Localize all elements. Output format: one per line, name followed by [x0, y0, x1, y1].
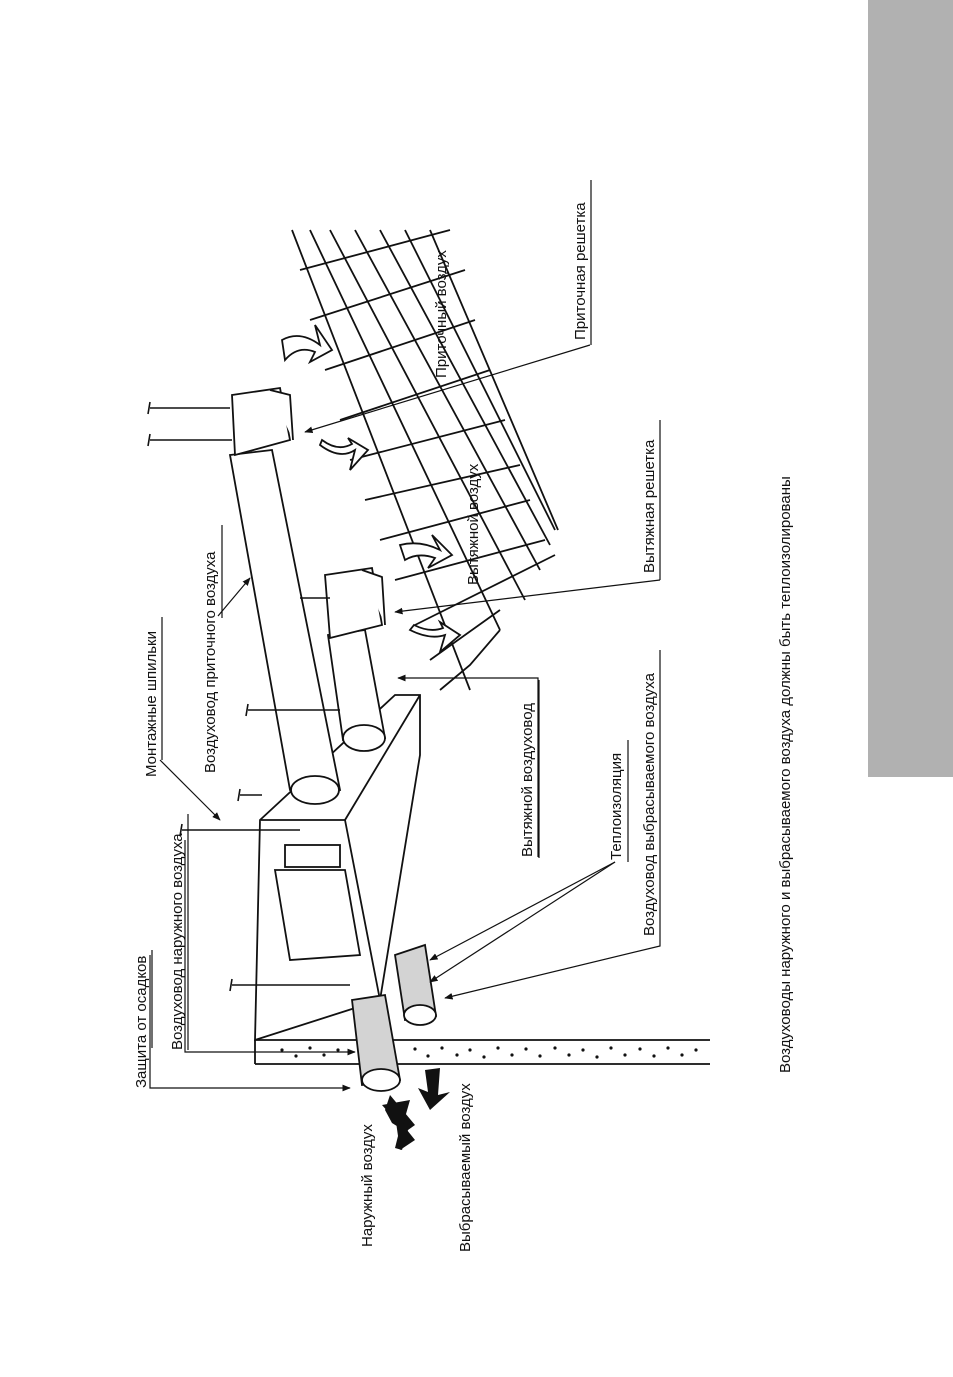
outdoor-air-arrow-head	[382, 1100, 415, 1150]
label-rain-guard: Защита от осадков	[133, 956, 150, 1088]
label-outdoor-duct: Воздуховод наружного воздуха	[169, 833, 186, 1050]
mounting-studs	[147, 401, 350, 992]
discharged-air-arrow	[418, 1068, 450, 1110]
ventilation-unit	[254, 694, 421, 1042]
label-insulation: Теплоизоляция	[608, 753, 625, 860]
label-exhaust-duct: Вытяжной воздуховод	[519, 703, 536, 857]
exhaust-duct	[326, 628, 387, 752]
label-discharge-duct: Воздуховод выбрасываемого воздуха	[641, 672, 658, 936]
label-supply-air: Приточный воздух	[433, 250, 450, 378]
leader-lines	[149, 180, 661, 1092]
ceiling-grid	[291, 229, 559, 691]
label-exhaust-air: Вытяжной воздух	[465, 463, 482, 585]
supply-duct	[228, 449, 342, 805]
side-tab	[868, 0, 953, 777]
label-mounting-studs: Монтажные шпильки	[143, 631, 160, 777]
label-supply-duct: Воздуховод приточного воздуха	[202, 551, 219, 773]
insulated-ducts	[351, 943, 438, 1092]
label-exhaust-grille: Вытяжная решетка	[641, 439, 658, 573]
caption: Воздуховоды наружного и выбрасываемого в…	[777, 476, 794, 1073]
label-supply-grille: Приточная решетка	[572, 202, 589, 340]
labels: Защита от осадков Воздуховод наружного в…	[133, 202, 794, 1252]
supply-diffuser	[231, 386, 294, 457]
label-outdoor-air: Наружный воздух	[359, 1124, 376, 1247]
exhaust-diffuser	[324, 566, 386, 640]
label-discharged-air: Выбрасываемый воздух	[457, 1083, 474, 1252]
airflow-arrows	[281, 324, 462, 655]
